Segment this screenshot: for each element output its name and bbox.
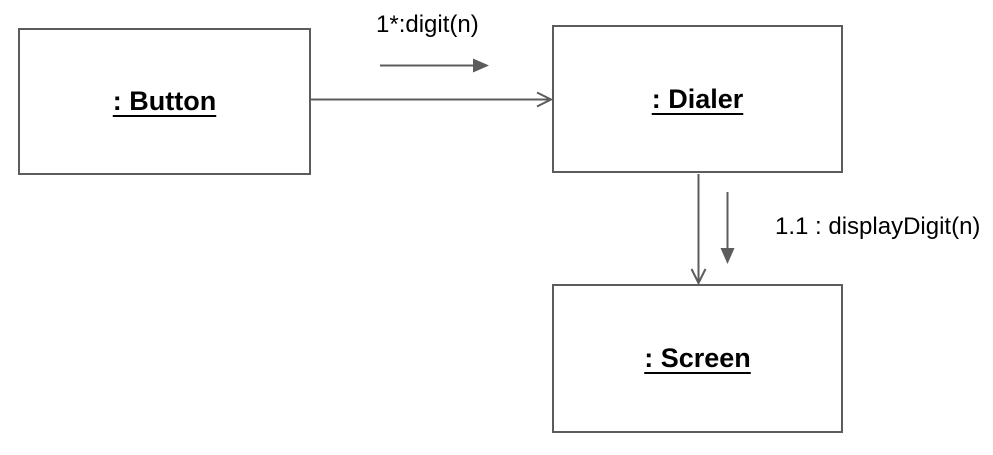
open-arrowhead-down-icon — [690, 268, 707, 286]
open-arrowhead-right-icon — [536, 91, 554, 108]
message-digit-arrow — [380, 58, 489, 73]
filled-arrowhead-down-icon — [720, 248, 735, 264]
object-label-button: : Button — [112, 86, 217, 116]
message-label-digit: 1*:digit(n) — [376, 11, 479, 38]
object-box-screen: : Screen — [552, 284, 843, 433]
message-label-display-digit: 1.1 : displayDigit(n) — [775, 213, 981, 240]
link-dialer-screen — [690, 174, 707, 286]
message-display-digit-arrow — [720, 192, 735, 264]
link-button-dialer — [311, 91, 554, 108]
object-label-dialer: : Dialer — [651, 83, 744, 114]
filled-arrowhead-right-icon — [473, 58, 489, 73]
object-box-button: : Button — [18, 28, 311, 175]
object-label-screen: : Screen — [644, 343, 751, 373]
object-box-dialer: : Dialer — [552, 25, 843, 173]
